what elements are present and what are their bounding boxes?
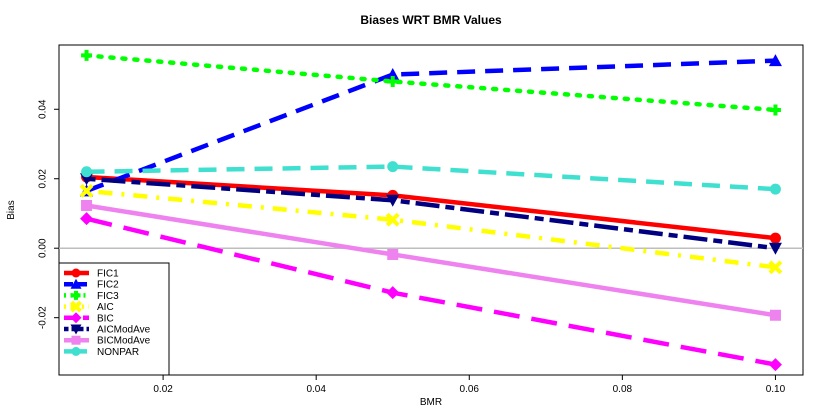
data-point-aic (768, 260, 783, 275)
data-point-fic3 (81, 49, 93, 61)
data-point-fic2 (386, 68, 400, 81)
series-bic (80, 212, 782, 372)
y-tick-label: 0.04 (38, 99, 49, 119)
legend-item-aicmodave: AICModAve (64, 324, 151, 336)
x-tick-label: 0.02 (153, 384, 173, 395)
legend-marker (71, 346, 81, 356)
x-axis-label: BMR (420, 397, 442, 408)
data-point-bicmodave (769, 309, 781, 321)
x-tick-label: 0.10 (766, 384, 786, 395)
legend-item-bicmodave: BICModAve (64, 335, 151, 347)
x-tick-label: 0.04 (306, 384, 326, 395)
plot-frame (58, 44, 804, 376)
legend-label: FIC1 (97, 269, 119, 280)
y-tick-label: 0.02 (38, 169, 49, 189)
data-point-bic (80, 212, 94, 226)
legend-label: BICModAve (97, 336, 151, 347)
series-line-fic1 (86, 174, 776, 241)
legend-item-fic3: FIC3 (64, 291, 119, 302)
legend-item-aic: AIC (64, 300, 114, 313)
data-point-fic1 (769, 232, 781, 244)
legend: FIC1FIC2FIC3AICBICAICModAveBICModAveNONP… (58, 262, 170, 376)
chart-title: Biases WRT BMR Values (360, 13, 502, 27)
y-axis-label: Bias (6, 200, 17, 219)
data-point-nonpar (81, 166, 93, 178)
series-line-bic (86, 216, 776, 367)
data-point-aicmodave (768, 242, 782, 255)
legend-label: FIC2 (97, 280, 119, 291)
series-line-aic (86, 188, 776, 270)
data-point-bic (768, 358, 782, 372)
series-line-aicmodave (86, 176, 776, 251)
data-point-bicmodave (387, 248, 399, 260)
x-tick-label: 0.08 (613, 384, 633, 395)
data-point-aicmodave (386, 194, 400, 207)
legend-marker (71, 268, 81, 278)
legend-marker (70, 300, 82, 313)
data-point-bic (386, 286, 400, 300)
series-aic (79, 183, 783, 275)
legend-item-fic1: FIC1 (64, 268, 119, 280)
x-tick-label: 0.06 (460, 384, 480, 395)
legend-item-bic: BIC (64, 312, 114, 324)
series-line-fic3 (84, 53, 778, 113)
series-line-nonpar (86, 164, 776, 192)
legend-marker (70, 312, 82, 324)
series-fic2 (80, 54, 782, 197)
data-point-nonpar (387, 161, 399, 173)
y-tick-label: 0.00 (38, 238, 49, 258)
legend-label: AIC (97, 302, 114, 313)
y-tick-label: -0.02 (38, 306, 49, 329)
data-point-bicmodave (81, 199, 93, 211)
legend-item-fic2: FIC2 (64, 278, 119, 291)
legend-label: FIC3 (97, 291, 119, 302)
legend-marker (70, 324, 82, 335)
legend-label: AICModAve (97, 325, 151, 336)
series-line-fic2 (85, 58, 776, 193)
legend-marker (70, 278, 82, 289)
data-point-fic3 (769, 104, 781, 116)
data-point-aicmodave (80, 173, 94, 186)
legend-label: BIC (97, 313, 114, 324)
legend-marker (71, 290, 81, 300)
series-fic3 (81, 49, 781, 116)
series-aicmodave (80, 173, 782, 255)
legend-label: NONPAR (97, 347, 139, 358)
series-bicmodave (81, 199, 781, 321)
series-nonpar (81, 161, 781, 195)
data-point-fic3 (387, 75, 399, 87)
data-point-nonpar (769, 183, 781, 195)
legend-item-nonpar: NONPAR (64, 346, 139, 358)
data-point-fic2 (768, 54, 782, 67)
data-point-aic (385, 212, 400, 227)
data-point-aic (79, 183, 94, 198)
legend-marker (71, 335, 81, 345)
